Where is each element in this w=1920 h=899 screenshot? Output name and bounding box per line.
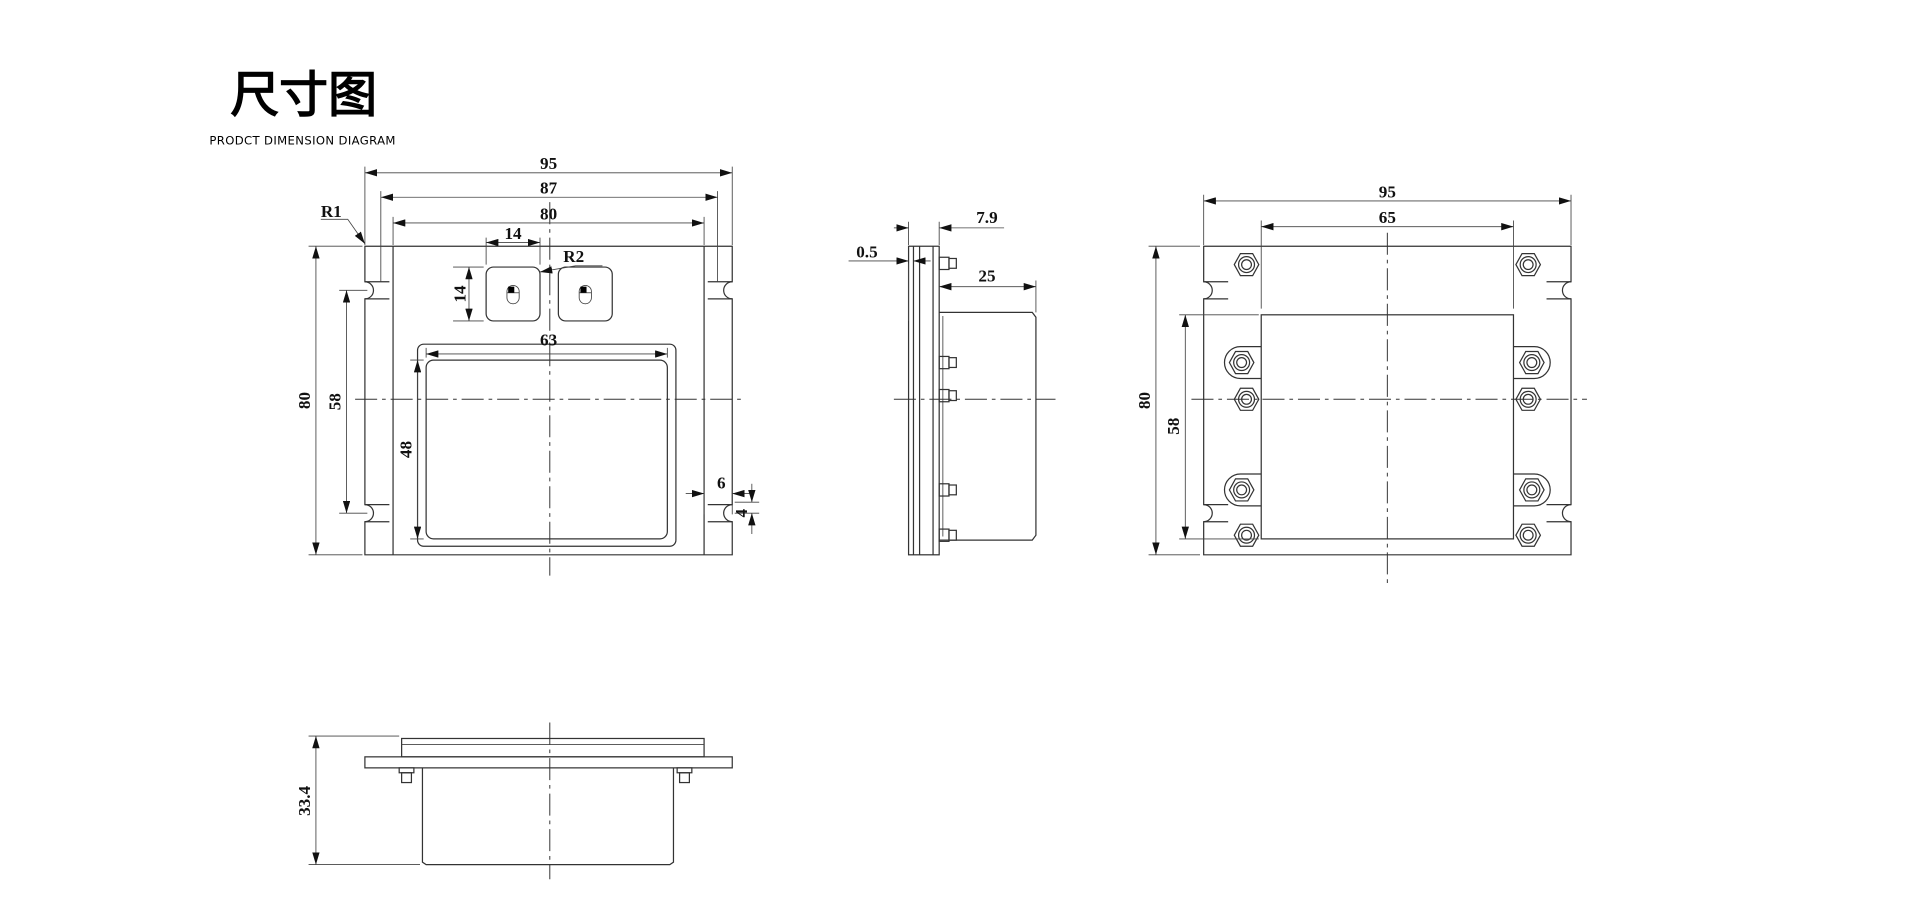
dim-overall-height: 80: [295, 392, 314, 409]
key-right: [557, 266, 613, 322]
nut-icon: [1228, 350, 1255, 375]
nut-icon: [1233, 252, 1260, 277]
dim-corner-radius: R1: [321, 202, 342, 221]
dim-key-width: 14: [504, 224, 522, 243]
dim-rear-overall-height: 80: [1135, 392, 1154, 409]
nut-icon: [1515, 523, 1542, 547]
dim-slot-width: 4: [732, 508, 751, 517]
dim-bezel-thickness: 7.9: [976, 208, 997, 227]
page-subtitle: PRODCT DIMENSION DIAGRAM: [209, 134, 395, 148]
nut-icon: [1518, 350, 1545, 375]
mouse-icon: [578, 284, 593, 305]
nut-icon: [1518, 478, 1545, 502]
mouse-icon: [506, 284, 520, 305]
dim-rear-overall-width: 95: [1379, 182, 1396, 201]
nut-icon: [1233, 523, 1260, 547]
dim-slot-pitch-height: 58: [325, 393, 344, 410]
dim-face-thickness: 0.5: [856, 242, 877, 261]
dim-total-depth: 33.4: [295, 786, 314, 816]
front-view: 95 87 80 14 R1 R2 63 14 48 80 58 6 4: [295, 154, 760, 576]
dim-key-height: 14: [450, 285, 469, 303]
dim-rear-body-height: 58: [1164, 418, 1183, 435]
dim-screen-width: 63: [540, 330, 557, 349]
bottom-view: 33.4: [295, 722, 733, 880]
page-title: 尺寸图: [230, 67, 377, 124]
nut-icon: [1515, 252, 1542, 277]
nut-icon: [1228, 478, 1255, 502]
dim-rear-body-width: 65: [1379, 208, 1396, 227]
dim-slot-offset: 6: [717, 474, 726, 493]
dim-key-radius: R2: [563, 247, 584, 266]
dim-slot-pitch-width: 87: [540, 179, 558, 198]
rear-view: 95 65 80 58: [1135, 182, 1587, 583]
side-view: 7.9 0.5 25: [848, 208, 1056, 556]
dim-panel-width: 80: [540, 204, 557, 223]
dim-body-depth: 25: [978, 267, 995, 286]
dim-screen-height: 48: [396, 441, 415, 458]
screen-bezel: [416, 343, 677, 547]
key-left: [485, 266, 541, 322]
dim-overall-width: 95: [540, 154, 557, 173]
screen-area: [425, 359, 668, 540]
